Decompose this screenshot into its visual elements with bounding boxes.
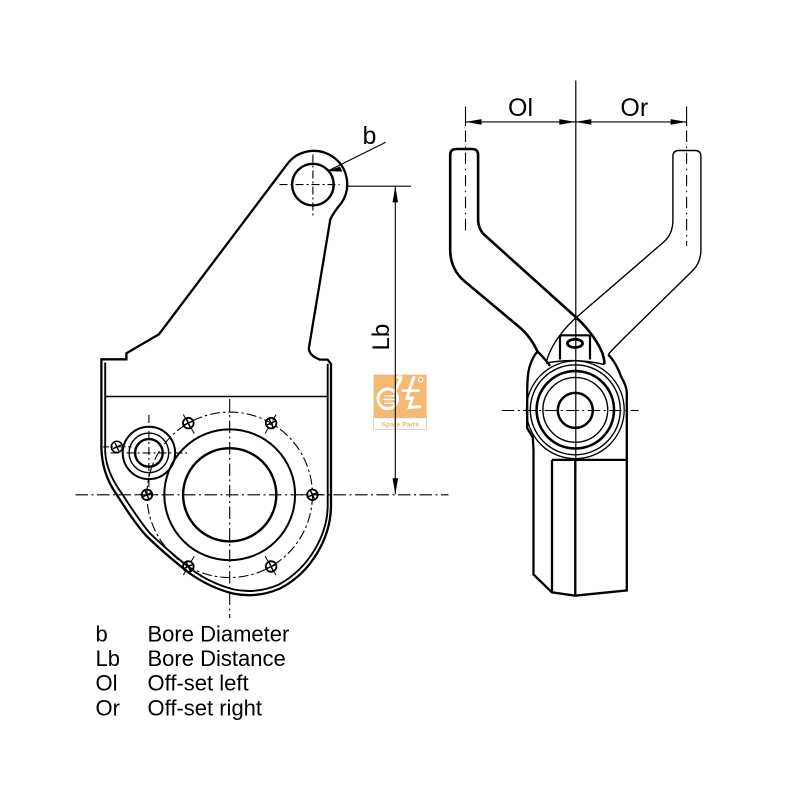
svg-text:Spare Parts: Spare Parts xyxy=(381,421,419,428)
svg-text:b: b xyxy=(363,122,377,150)
svg-text:Bore Distance: Bore Distance xyxy=(148,646,286,671)
svg-text:b: b xyxy=(96,621,108,646)
svg-text:Lb: Lb xyxy=(96,646,120,671)
svg-text:Or: Or xyxy=(620,94,648,122)
svg-text:Off-set right: Off-set right xyxy=(148,695,263,720)
svg-text:Lb: Lb xyxy=(368,324,395,351)
svg-text:Or: Or xyxy=(96,695,120,720)
svg-text:Bore Diameter: Bore Diameter xyxy=(148,621,290,646)
svg-text:Ol: Ol xyxy=(508,94,533,122)
svg-text:Off-set left: Off-set left xyxy=(148,671,249,696)
svg-text:Ol: Ol xyxy=(96,671,118,696)
